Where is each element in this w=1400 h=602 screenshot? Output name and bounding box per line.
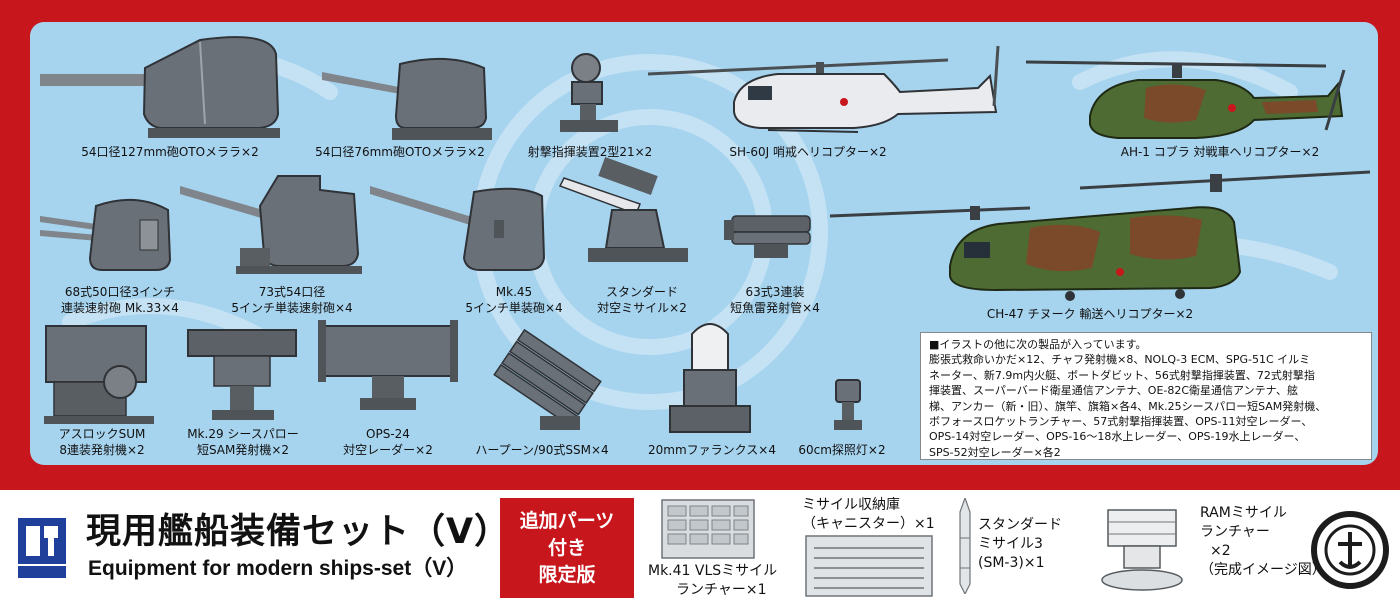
pit-road-logo-icon xyxy=(18,518,66,578)
caption-type-63: 63式3連装短魚雷発射管×4 xyxy=(730,285,820,315)
attack-helicopter-icon xyxy=(1025,60,1346,139)
ops-24-radar xyxy=(316,318,462,416)
oto-76mm-gun xyxy=(322,48,502,144)
caption-ch-47: CH-47 チヌーク 輸送ヘリコプター×2 xyxy=(986,307,1194,321)
note-line: 揮装置、スーパーバード衛星通信アンテナ、OE-82C衛星通信アンテナ、舷 xyxy=(929,384,1299,398)
limited-edition-badge: 追加パーツ 付き 限定版 xyxy=(500,498,634,598)
caption-ah-1: AH-1 コブラ 対戦車ヘリコプター×2 xyxy=(1120,145,1320,159)
caption-fcs-21: 射撃指揮装置2型21×2 xyxy=(527,145,653,159)
caption-standard: スタンダード対空ミサイル×2 xyxy=(597,285,687,315)
note-line: 膨張式救命いかだ×12、チャフ発射機×8、NOLQ-3 ECM、SPG-51C … xyxy=(929,353,1311,367)
ch-47-chinook-helicopter xyxy=(829,168,1378,304)
type-68-twin-gun xyxy=(40,180,180,276)
asroc-launcher-icon xyxy=(44,325,154,424)
caption-phalanx: 20mmファランクス×4 xyxy=(648,443,776,457)
caption-oto-127mm: 54口径127mm砲OTOメララ×2 xyxy=(81,145,259,159)
twin-gun-mount-icon xyxy=(40,198,172,271)
asroc-launcher xyxy=(40,322,164,426)
note-line: ■イラストの他に次の製品が入っています。 xyxy=(929,338,1147,351)
type-63-torpedo-tube xyxy=(724,212,816,264)
phalanx-ciws xyxy=(669,318,751,436)
missile-canister-icon xyxy=(805,535,933,597)
gun-turret-icon xyxy=(180,175,362,274)
product-title-english: Equipment for modern ships-set（V） xyxy=(88,557,468,580)
caption-ram: RAMミサイルランチャー×2（完成イメージ図） xyxy=(1200,505,1326,578)
caption-harpoon: ハープーン/90式SSM×4 xyxy=(475,443,609,457)
ram-launcher-icon xyxy=(1101,509,1183,591)
caption-searchlight: 60cm探照灯×2 xyxy=(798,443,886,457)
type-73-gun xyxy=(180,172,362,276)
mk-45-gun xyxy=(370,180,550,276)
note-line: 梯、アンカー（新・旧）、旗竿、旗箱×各4、Mk.25シースパロー短SAM発射機、 xyxy=(929,399,1327,413)
vls-launcher-icon xyxy=(661,499,755,559)
sky-wave-seal-icon xyxy=(1311,511,1389,589)
caption-sh-60j: SH-60J 哨戒ヘリコプター×2 xyxy=(729,145,887,159)
caption-oto-76mm: 54口径76mm砲OTOメララ×2 xyxy=(315,145,485,159)
illustration-panel: 54口径127mm砲OTOメララ×2 54口径76mm砲OTOメララ×2 射撃指… xyxy=(30,22,1378,465)
harpoon-ssm-launcher xyxy=(490,326,602,434)
note-line: ボフォースロケットランチャー、57式射撃指揮装置、OPS-11対空レーダー、 xyxy=(929,415,1313,429)
standard-missile-launcher xyxy=(558,157,690,268)
searchlight-icon xyxy=(834,379,862,430)
caption-type-68: 68式50口径3インチ連装速射砲 Mk.33×4 xyxy=(61,285,179,315)
note-line: ネーター、新7.9m内火艇、ボートダビット、56式射撃指揮装置、72式射撃指 xyxy=(929,368,1315,382)
included-parts-note: ■イラストの他に次の製品が入っています。 膨張式救命いかだ×12、チャフ発射機×… xyxy=(920,332,1372,460)
naval-gun-turret-icon xyxy=(40,36,280,138)
mk-29-sam-launcher xyxy=(184,326,302,424)
fire-control-director xyxy=(558,52,622,136)
patrol-helicopter-icon xyxy=(647,45,1000,133)
gun-turret-icon xyxy=(370,186,546,271)
sam-launcher-icon xyxy=(187,329,297,420)
sh-60j-helicopter xyxy=(647,36,1028,140)
caption-sm-3: スタンダードミサイル3(SM-3)×1 xyxy=(978,517,1062,571)
note-line: OPS-14対空レーダー、OPS-16～18水上レーダー、OPS-19水上レーダ… xyxy=(929,430,1306,444)
caption-mk-29: Mk.29 シースパロー短SAM発射機×2 xyxy=(187,427,299,457)
caption-canister: ミサイル収納庫（キャニスター）×1 xyxy=(802,497,935,532)
radar-antenna-icon xyxy=(318,320,458,410)
missile-icon xyxy=(959,498,971,594)
oto-127mm-gun xyxy=(40,34,300,142)
searchlight xyxy=(830,376,866,434)
naval-gun-turret-icon xyxy=(322,57,492,140)
torpedo-tube-icon xyxy=(724,215,811,258)
product-title-japanese: 現用艦船装備セット（V） xyxy=(86,512,511,552)
ah-1-cobra-helicopter xyxy=(1025,50,1366,146)
note-line: SPS-52対空レーダー×各2 xyxy=(929,445,1061,459)
ssm-launcher-icon xyxy=(493,328,602,430)
fire-control-director-icon xyxy=(560,53,618,132)
missile-launcher-icon xyxy=(558,157,688,262)
transport-helicopter-icon xyxy=(829,170,1371,301)
ciws-icon xyxy=(669,323,751,433)
caption-mk-41: Mk.41 VLSミサイルランチャー×1 xyxy=(648,563,778,598)
